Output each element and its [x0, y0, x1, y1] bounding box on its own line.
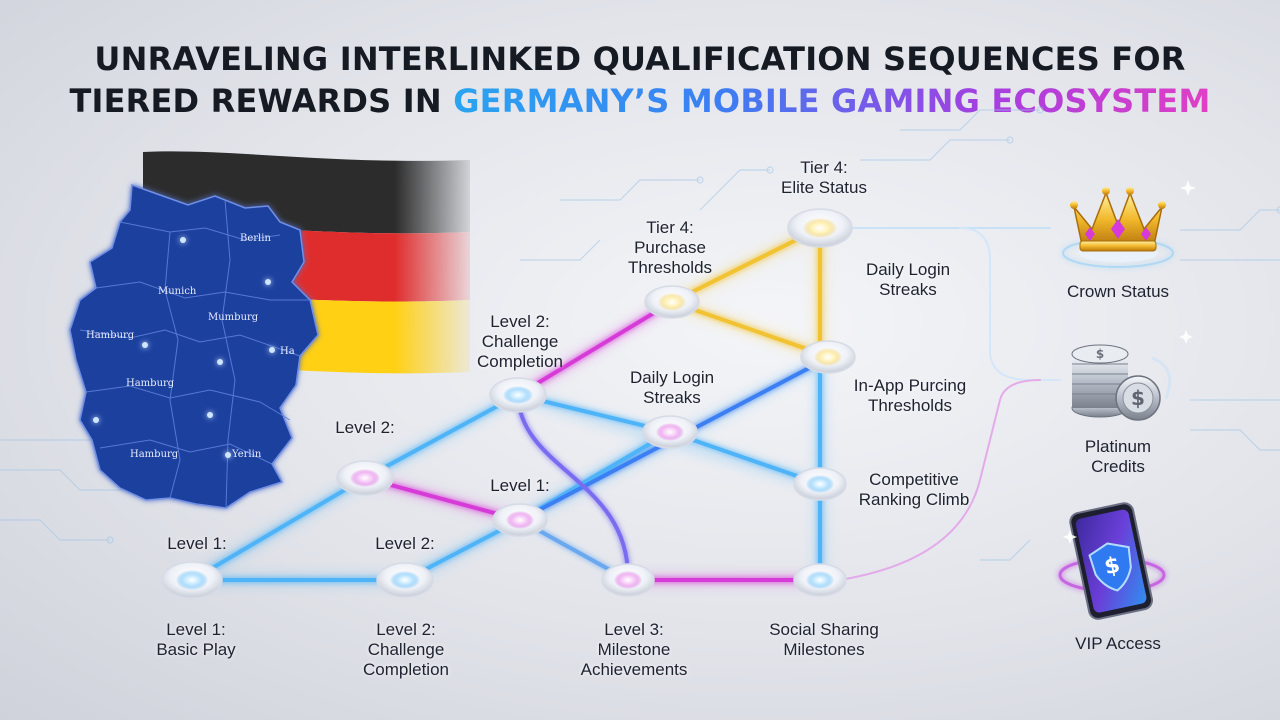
label-line: Thresholds — [867, 396, 953, 415]
map-city-label: Hamburg — [126, 378, 175, 389]
label-line: Level 2: — [490, 312, 550, 331]
label-level2-top: Level 2: — [375, 534, 435, 554]
reward-label-platinum-credits: Platinum Credits — [1085, 437, 1151, 477]
node-social-sharing — [793, 563, 847, 597]
label-elite-status: Tier 4: Elite Status — [781, 158, 867, 198]
label-line: In-App Purcing — [853, 376, 967, 395]
map-city-label: Munich — [158, 286, 197, 297]
label-line: Level 1: — [166, 620, 226, 639]
phone-vip-icon: $ — [1058, 502, 1166, 620]
label-level1-basic-play: Level 1: Basic Play — [156, 620, 235, 660]
label-level3-milestone: Level 3: Milestone Achievements — [581, 620, 688, 680]
label-line: Basic Play — [156, 640, 236, 659]
label-line: Daily Login — [865, 260, 951, 279]
label-level2-challenge: Level 2: Challenge Completion — [363, 620, 449, 680]
label-line: Social Sharing — [769, 620, 879, 639]
title-line-2-plain: TIERED REWARDS IN — [69, 82, 454, 120]
label-social-sharing: Social Sharing Milestones — [769, 620, 879, 660]
label-line: Challenge — [367, 640, 445, 659]
link-challenge-curve — [516, 393, 631, 582]
reward-label-crown-status: Crown Status — [1066, 282, 1170, 301]
label-line: Challenge — [481, 332, 559, 351]
svg-text:$: $ — [1131, 386, 1145, 410]
map-city-label: Yerlin — [232, 449, 262, 460]
link-level1-up — [190, 476, 367, 582]
label-line: Elite Status — [781, 178, 867, 197]
label-daily-login-right: Daily Login Streaks — [866, 260, 950, 300]
label-daily-login-center: Daily Login Streaks — [630, 368, 714, 408]
network-nodes — [161, 208, 856, 599]
label-line: Completion — [477, 352, 563, 371]
map-city-label: Mumburg — [208, 312, 259, 323]
label-line: Level 3: — [604, 620, 664, 639]
node-elite-status — [787, 208, 853, 248]
svg-text:$: $ — [1102, 553, 1122, 581]
link-social-vip — [839, 379, 1041, 581]
title-line-1: UNRAVELING INTERLINKED QUALIFICATION SEQ… — [94, 40, 1186, 78]
node-challenge-completion — [489, 377, 547, 413]
germany-map — [69, 183, 319, 509]
node-daily-login — [642, 415, 698, 449]
label-line: Thresholds — [627, 258, 713, 277]
label-line: Level 1: — [167, 534, 227, 553]
label-line: Achievements — [580, 660, 688, 679]
label-line: Level 2: — [335, 418, 395, 437]
node-level2-challenge — [376, 562, 434, 598]
label-line: Level 1: — [490, 476, 550, 495]
map-city-label: Hamburg — [130, 449, 179, 460]
node-level3-milestone — [601, 563, 655, 597]
label-level1-top: Level 1: — [167, 534, 227, 554]
crown-icon — [1062, 187, 1174, 268]
node-level2-top — [336, 460, 394, 496]
title-line-2: TIERED REWARDS IN GERMANY’S MOBILE GAMIN… — [0, 80, 1280, 122]
map-city-label: Ha — [280, 346, 295, 357]
node-inapp-thresholds — [800, 340, 856, 374]
label-line: Streaks — [643, 388, 701, 407]
label-challenge-completion: Level 2: Challenge Completion — [477, 312, 563, 372]
link-level2top-challenge — [363, 393, 520, 480]
label-line: Platinum — [1084, 437, 1152, 456]
label-line: Level 2: — [375, 534, 435, 553]
label-line: Milestones — [783, 640, 865, 659]
node-level1-basic — [161, 561, 223, 599]
label-purchase-thresholds: Tier 4: Purchase Thresholds — [628, 218, 712, 278]
title-line-2-highlight: GERMANY’S MOBILE GAMING ECOSYSTEM — [453, 82, 1211, 120]
coin-stack-icon: $ $ — [1071, 344, 1172, 421]
sparkles — [1063, 180, 1196, 544]
link-to-credits — [959, 227, 1061, 381]
page-title: UNRAVELING INTERLINKED QUALIFICATION SEQ… — [0, 38, 1280, 122]
node-purchase-thresholds — [644, 285, 700, 319]
map-city-label: Hamburg — [86, 330, 135, 341]
label-line: Ranking Climb — [858, 490, 970, 509]
reward-label-vip-access: VIP Access — [1075, 634, 1161, 653]
label-level2-upper: Level 2: — [335, 418, 395, 438]
label-line: Streaks — [879, 280, 937, 299]
map-city-label: Berlin — [240, 233, 271, 244]
label-line: Tier 4: — [646, 218, 694, 237]
label-line: Credits — [1091, 457, 1145, 476]
label-competitive-ranking: Competitive Ranking Climb — [859, 470, 970, 510]
label-line: Tier 4: — [800, 158, 848, 177]
label-level1-mid: Level 1: — [490, 476, 550, 496]
node-level1-mid — [492, 503, 548, 537]
label-line: Completion — [363, 660, 449, 679]
link-challenge-purchase — [516, 300, 674, 397]
link-purchase-inapp — [670, 300, 832, 359]
label-inapp-thresholds: In-App Purcing Thresholds — [854, 376, 966, 416]
label-line: Daily Login — [629, 368, 715, 387]
label-line: Milestone — [597, 640, 671, 659]
svg-text:$: $ — [1096, 347, 1104, 361]
node-competitive-ranking — [793, 467, 847, 501]
label-line: Level 2: — [376, 620, 436, 639]
label-line: Competitive — [869, 470, 959, 489]
label-line: Purchase — [634, 238, 706, 257]
